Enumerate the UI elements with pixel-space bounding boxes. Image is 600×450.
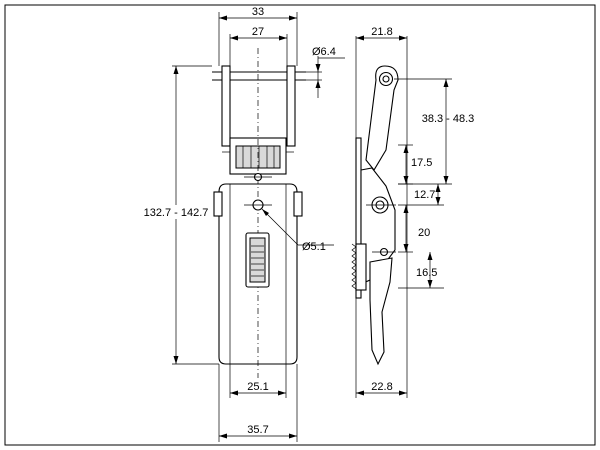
lock-slider-window (249, 237, 266, 283)
dim-side-20: 20 (418, 227, 430, 239)
side-grip-block (355, 243, 367, 291)
dim-base-inner-width: 25.1 (247, 381, 268, 393)
side-view (351, 36, 408, 398)
hook-left-arm (221, 65, 231, 147)
left-ear (213, 191, 223, 217)
dim-overall-length: 132.7 - 142.7 (144, 207, 209, 219)
right-ear (293, 191, 303, 217)
dim-side-top-depth: 21.8 (371, 26, 392, 38)
dim-pin-diameter: Ø6.4 (312, 46, 336, 58)
side-hook (365, 65, 399, 171)
dim-front-top-width: 33 (252, 6, 264, 18)
front-view (212, 48, 306, 378)
dim-front-inner-width: 27 (252, 26, 264, 38)
dim-side-12-7: 12.7 (414, 189, 435, 201)
dim-side-base-depth: 22.8 (371, 381, 392, 393)
dim-hole-diameter: Ø5.1 (302, 241, 326, 253)
side-pin-inner (382, 75, 390, 83)
side-dimensions: 21.8 38.3 - 48.3 17.5 12.7 20 16.5 (356, 26, 474, 396)
front-dimensions: 33 27 Ø6.4 Ø5.1 132.7 - 142.7 (141, 6, 345, 442)
dim-side-17-5: 17.5 (411, 157, 432, 169)
dim-side-16-5: 16.5 (416, 267, 437, 279)
dim-base-outer-width: 35.7 (247, 424, 268, 436)
side-lever (369, 257, 393, 366)
hook-right-arm (286, 65, 296, 147)
drawing-frame (4, 4, 596, 446)
dim-side-reach: 38.3 - 48.3 (422, 113, 475, 125)
side-grip (351, 243, 357, 290)
